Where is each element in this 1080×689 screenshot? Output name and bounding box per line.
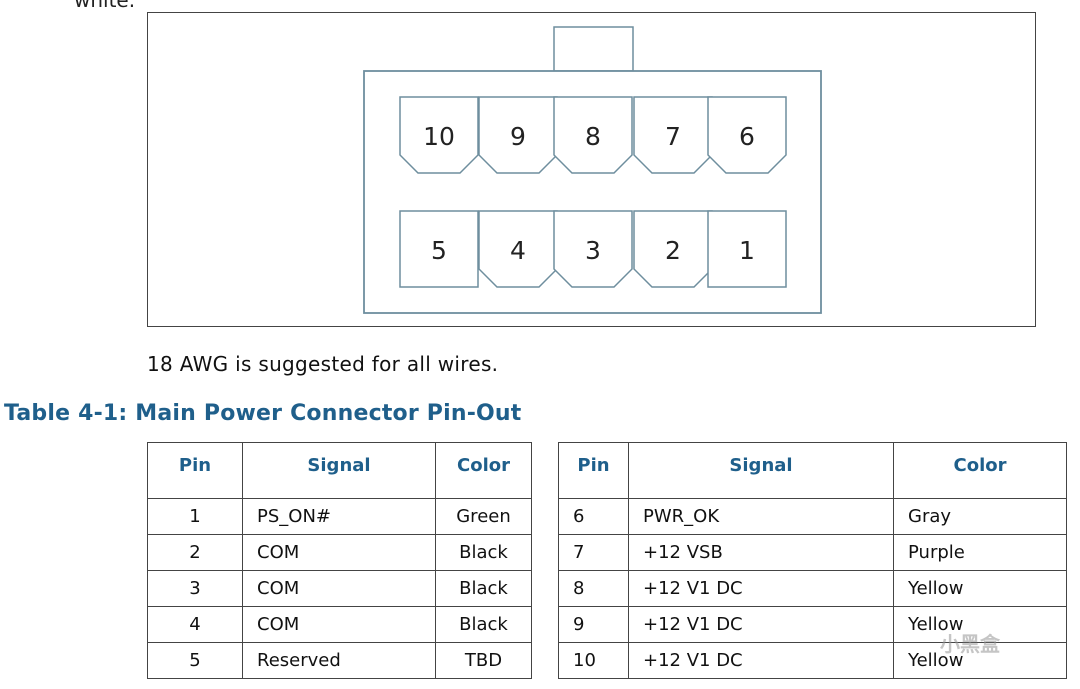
pin-cell: 1 bbox=[147, 498, 243, 535]
header-color: Color bbox=[435, 442, 532, 499]
color-cell: Black bbox=[435, 534, 532, 571]
color-cell: Yellow bbox=[893, 642, 1067, 679]
color-cell: Black bbox=[435, 570, 532, 607]
pin-label-4: 4 bbox=[510, 236, 526, 265]
connector-pin-1 bbox=[707, 210, 787, 288]
pin-label-3: 3 bbox=[585, 236, 601, 265]
color-cell: Gray bbox=[893, 498, 1067, 535]
pin-cell: 5 bbox=[147, 642, 243, 679]
pin-cell: 6 bbox=[558, 498, 629, 535]
pin-label-2: 2 bbox=[665, 236, 681, 265]
signal-cell: COM bbox=[242, 534, 436, 571]
header-pin: Pin bbox=[558, 442, 629, 499]
color-cell: TBD bbox=[435, 642, 532, 679]
pin-cell: 8 bbox=[558, 570, 629, 607]
pin-cell: 2 bbox=[147, 534, 243, 571]
signal-cell: +12 VSB bbox=[628, 534, 894, 571]
connector-pin-8 bbox=[553, 96, 633, 174]
pin-label-9: 9 bbox=[510, 122, 526, 151]
signal-cell: Reserved bbox=[242, 642, 436, 679]
header-signal: Signal bbox=[242, 442, 436, 499]
pin-label-5: 5 bbox=[431, 236, 447, 265]
pin-label-1: 1 bbox=[739, 236, 755, 265]
signal-cell: +12 V1 DC bbox=[628, 642, 894, 679]
color-cell: Green bbox=[435, 498, 532, 535]
pin-cell: 3 bbox=[147, 570, 243, 607]
table-caption: Table 4-1: Main Power Connector Pin-Out bbox=[4, 401, 522, 426]
connector-pin-5 bbox=[399, 210, 479, 288]
color-cell: Yellow bbox=[893, 570, 1067, 607]
pin-cell: 4 bbox=[147, 606, 243, 643]
pin-cell: 10 bbox=[558, 642, 629, 679]
pin-cell: 9 bbox=[558, 606, 629, 643]
preceding-text-fragment: white. bbox=[74, 0, 136, 12]
table-header-row: Pin Signal Color bbox=[558, 442, 1067, 499]
signal-cell: PWR_OK bbox=[628, 498, 894, 535]
signal-cell: +12 V1 DC bbox=[628, 606, 894, 643]
color-cell: Black bbox=[435, 606, 532, 643]
color-cell: Yellow bbox=[893, 606, 1067, 643]
wire-gauge-note: 18 AWG is suggested for all wires. bbox=[147, 352, 499, 376]
pin-label-7: 7 bbox=[665, 122, 681, 151]
color-cell: Purple bbox=[893, 534, 1067, 571]
header-pin: Pin bbox=[147, 442, 243, 499]
signal-cell: COM bbox=[242, 570, 436, 607]
pin-label-8: 8 bbox=[585, 122, 601, 151]
connector-figure: 10 9 8 7 6 5 4 3 2 1 bbox=[147, 12, 1036, 327]
pin-label-6: 6 bbox=[739, 122, 755, 151]
signal-cell: COM bbox=[242, 606, 436, 643]
connector-pin-10 bbox=[399, 96, 479, 174]
signal-cell: PS_ON# bbox=[242, 498, 436, 535]
header-signal: Signal bbox=[628, 442, 894, 499]
connector-latch bbox=[553, 26, 634, 72]
table-header-row: Pin Signal Color bbox=[147, 442, 532, 499]
signal-cell: +12 V1 DC bbox=[628, 570, 894, 607]
connector-diagram: 10 9 8 7 6 5 4 3 2 1 bbox=[363, 26, 822, 314]
pin-cell: 7 bbox=[558, 534, 629, 571]
connector-pin-6 bbox=[707, 96, 787, 174]
connector-pin-3 bbox=[553, 210, 633, 288]
watermark: 小黑盒 bbox=[940, 632, 1000, 656]
header-color: Color bbox=[893, 442, 1067, 499]
pin-label-10: 10 bbox=[423, 122, 455, 151]
